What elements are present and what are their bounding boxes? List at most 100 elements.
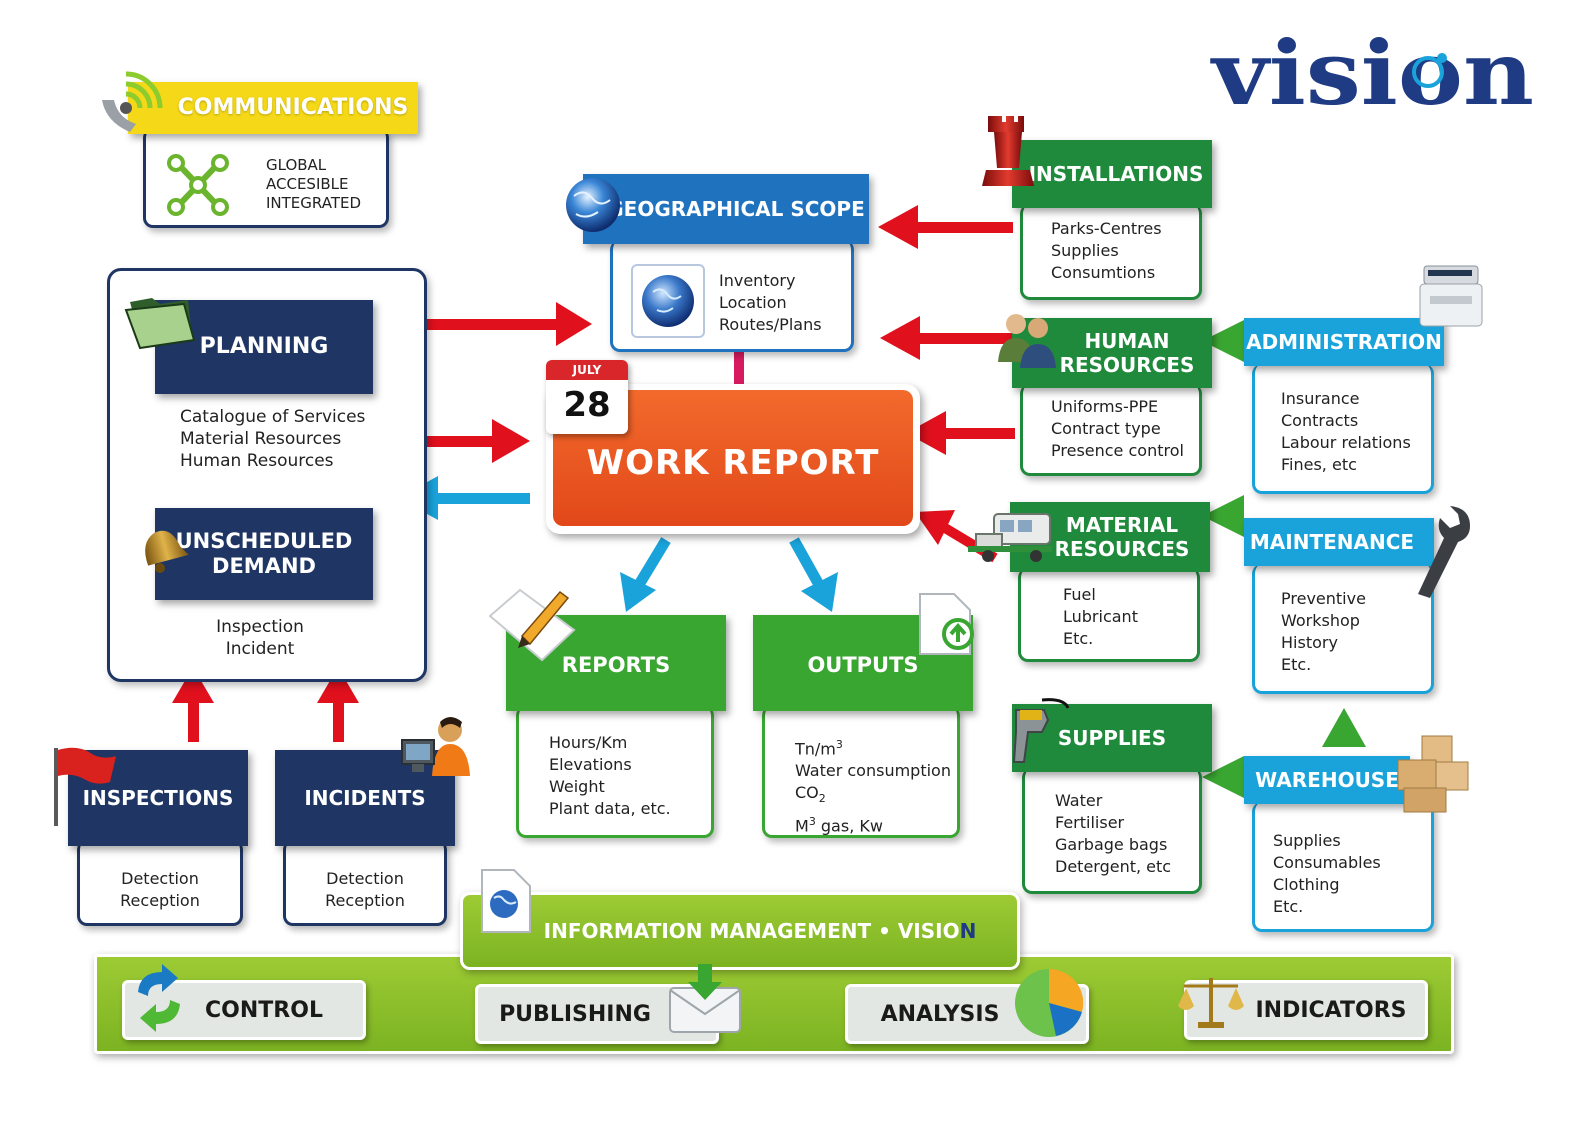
arrow-warehouse-to-maintenance: [1322, 708, 1366, 747]
warehouse-item: Supplies: [1273, 831, 1341, 850]
rook-icon: [982, 116, 1034, 186]
control-label: CONTROL: [205, 997, 323, 1023]
supplies-item: Fertiliser: [1055, 813, 1125, 832]
globe-icon: [642, 275, 694, 327]
material-title-line2: RESOURCES: [1054, 537, 1190, 561]
arrow-administration-to-hr: [1202, 320, 1244, 362]
maintenance-item: Etc.: [1281, 655, 1312, 674]
communications-header: COMMUNICATIONS: [128, 82, 418, 134]
warehouse-item: Etc.: [1273, 897, 1304, 916]
maintenance-card: Preventive Workshop History Etc.: [1252, 564, 1434, 694]
planning-item: Human Resources: [180, 451, 334, 471]
hr-title-line2: RESOURCES: [1059, 353, 1195, 377]
unscheduled-item: Incident: [225, 639, 295, 659]
outputs-line4-pre: M: [795, 815, 809, 835]
maintenance-item: History: [1281, 633, 1338, 652]
hr-item: Presence control: [1051, 441, 1184, 460]
svg-text:vision: vision: [1210, 22, 1534, 122]
geo-item: Routes/Plans: [719, 315, 822, 334]
supplies-item: Detergent, etc: [1055, 857, 1172, 876]
arrow-incidents-to-planning: [317, 667, 359, 742]
indicators-label: INDICATORS: [1255, 997, 1407, 1023]
pie-chart-icon: [1015, 968, 1084, 1037]
info-management-tab: INFORMATION MANAGEMENT • VISION: [460, 892, 1020, 970]
reports-item: Elevations: [549, 755, 632, 774]
outputs-line3-sub: 2: [818, 792, 826, 806]
unscheduled-title-line2: DEMAND: [212, 554, 316, 578]
work-report-title: WORK REPORT: [586, 443, 880, 483]
wrench-icon: [1418, 506, 1470, 598]
printer-icon: [1419, 265, 1483, 327]
planning-title: PLANNING: [199, 333, 329, 359]
globe-document-icon: [481, 869, 531, 933]
communications-title: COMMUNICATIONS: [177, 94, 409, 120]
inspections-card: Detection Reception: [77, 840, 243, 926]
administration-header: ADMINISTRATION: [1244, 318, 1444, 366]
installations-card: Parks-Centres Supplies Consumtions: [1020, 204, 1202, 300]
unscheduled-item: Inspection: [216, 617, 304, 637]
planning-item: Material Resources: [180, 429, 342, 449]
boxes-icon: [1397, 735, 1469, 813]
geo-item: Inventory: [719, 271, 796, 290]
outputs-line2: Water consumption: [795, 761, 951, 781]
geographical-scope-card: Inventory Location Routes/Plans: [610, 240, 854, 352]
arrow-inspections-to-planning: [172, 667, 214, 742]
warehouse-item: Consumables: [1273, 853, 1381, 872]
outputs-title: OUTPUTS: [807, 653, 919, 678]
warehouse-header: WAREHOUSE: [1244, 756, 1410, 804]
warehouse-card: Supplies Consumables Clothing Etc.: [1252, 802, 1434, 932]
info-management-title: INFORMATION MANAGEMENT • VISION: [543, 919, 977, 943]
network-nodes-icon: [167, 154, 229, 216]
communications-item: INTEGRATED: [266, 194, 362, 212]
bell-icon: [145, 530, 189, 573]
arrow-maintenance-to-material: [1202, 495, 1244, 537]
communications-item: ACCESIBLE: [266, 175, 349, 193]
outputs-line1-base: Tn/m: [795, 739, 836, 759]
hr-title-line1: HUMAN: [1084, 329, 1170, 353]
incidents-card: Detection Reception: [283, 840, 447, 926]
supplies-item: Water: [1055, 791, 1103, 810]
geographical-scope-title: GEOGRAPHICAL SCOPE: [607, 197, 865, 221]
planning-header: PLANNING: [155, 300, 373, 394]
street-sweeper-icon: [968, 513, 1052, 562]
unscheduled-demand-header: UNSCHEDULED DEMAND: [155, 508, 373, 600]
outputs-line4: M3 gas, Kw: [795, 811, 951, 837]
geo-item: Location: [719, 293, 787, 312]
administration-item: Insurance: [1281, 389, 1360, 408]
reports-item: Weight: [549, 777, 605, 796]
outputs-line4-post: gas, Kw: [815, 815, 883, 835]
reports-title: REPORTS: [561, 653, 671, 678]
unscheduled-title-line1: UNSCHEDULED: [175, 528, 353, 553]
installations-title: INSTALLATIONS: [1028, 162, 1204, 186]
flag-icon: [54, 747, 116, 826]
globe-tile: [631, 264, 705, 338]
reports-item: Plant data, etc.: [549, 799, 671, 818]
supplies-item: Garbage bags: [1055, 835, 1168, 854]
administration-title: ADMINISTRATION: [1246, 330, 1442, 354]
arrow-work-report-to-outputs: [789, 537, 838, 612]
planning-item: Catalogue of Services: [180, 407, 366, 427]
vision-logo: vision: [1210, 21, 1540, 125]
installations-item: Parks-Centres: [1051, 219, 1162, 238]
arrow-planning-to-geo: [418, 302, 592, 346]
human-resources-card: Uniforms-PPE Contract type Presence cont…: [1020, 384, 1202, 476]
notepad-pencil-icon: [488, 588, 576, 662]
refresh-arrows-icon: [138, 964, 180, 1032]
inspections-title: INSPECTIONS: [82, 786, 234, 810]
material-item: Fuel: [1063, 585, 1096, 604]
arrow-warehouse-to-supplies: [1202, 756, 1244, 798]
analysis-label: ANALYSIS: [880, 1001, 1000, 1027]
incidents-item: Detection: [326, 869, 404, 888]
administration-item: Fines, etc: [1281, 455, 1357, 474]
calendar-month: JULY: [546, 360, 628, 380]
envelope-download-icon: [669, 964, 741, 1033]
calendar-icon: JULY 28: [546, 360, 628, 434]
administration-item: Labour relations: [1281, 433, 1411, 452]
outputs-line4-sup: 3: [808, 814, 816, 828]
hr-item: Uniforms-PPE: [1051, 397, 1159, 416]
document-upload-icon: [919, 593, 974, 655]
indicators-pill[interactable]: INDICATORS: [1184, 980, 1428, 1040]
unscheduled-items: Inspection Incident: [200, 616, 320, 660]
outputs-line3-base: CO: [795, 783, 819, 803]
warehouse-title: WAREHOUSE: [1255, 768, 1399, 792]
